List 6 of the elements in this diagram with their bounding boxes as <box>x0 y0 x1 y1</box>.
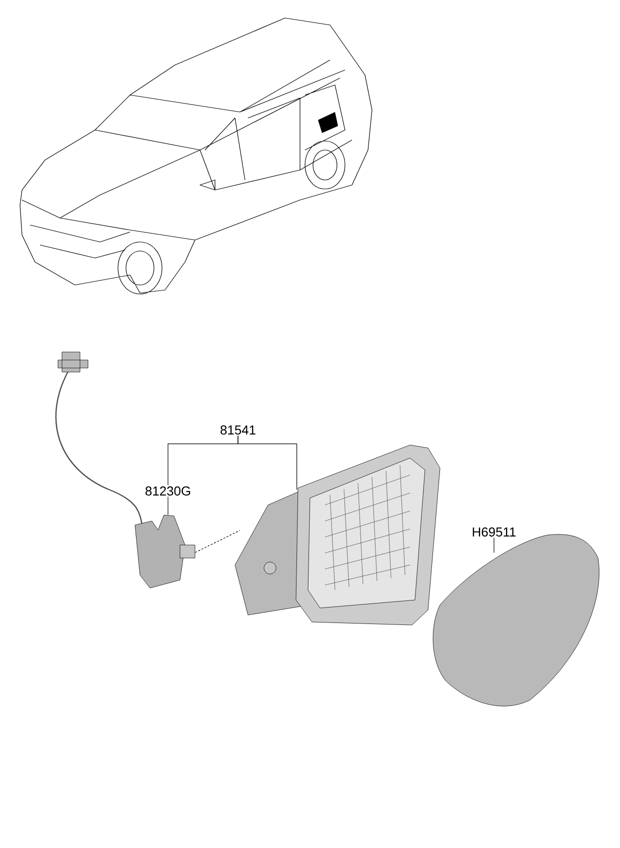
filler-housing-drawing <box>234 444 440 626</box>
leader-line <box>238 436 298 490</box>
part-number: 81541 <box>220 425 256 435</box>
actuator-drawing <box>134 514 196 588</box>
part-number: 81230G <box>146 486 190 496</box>
part-number: H69511 <box>472 527 516 537</box>
